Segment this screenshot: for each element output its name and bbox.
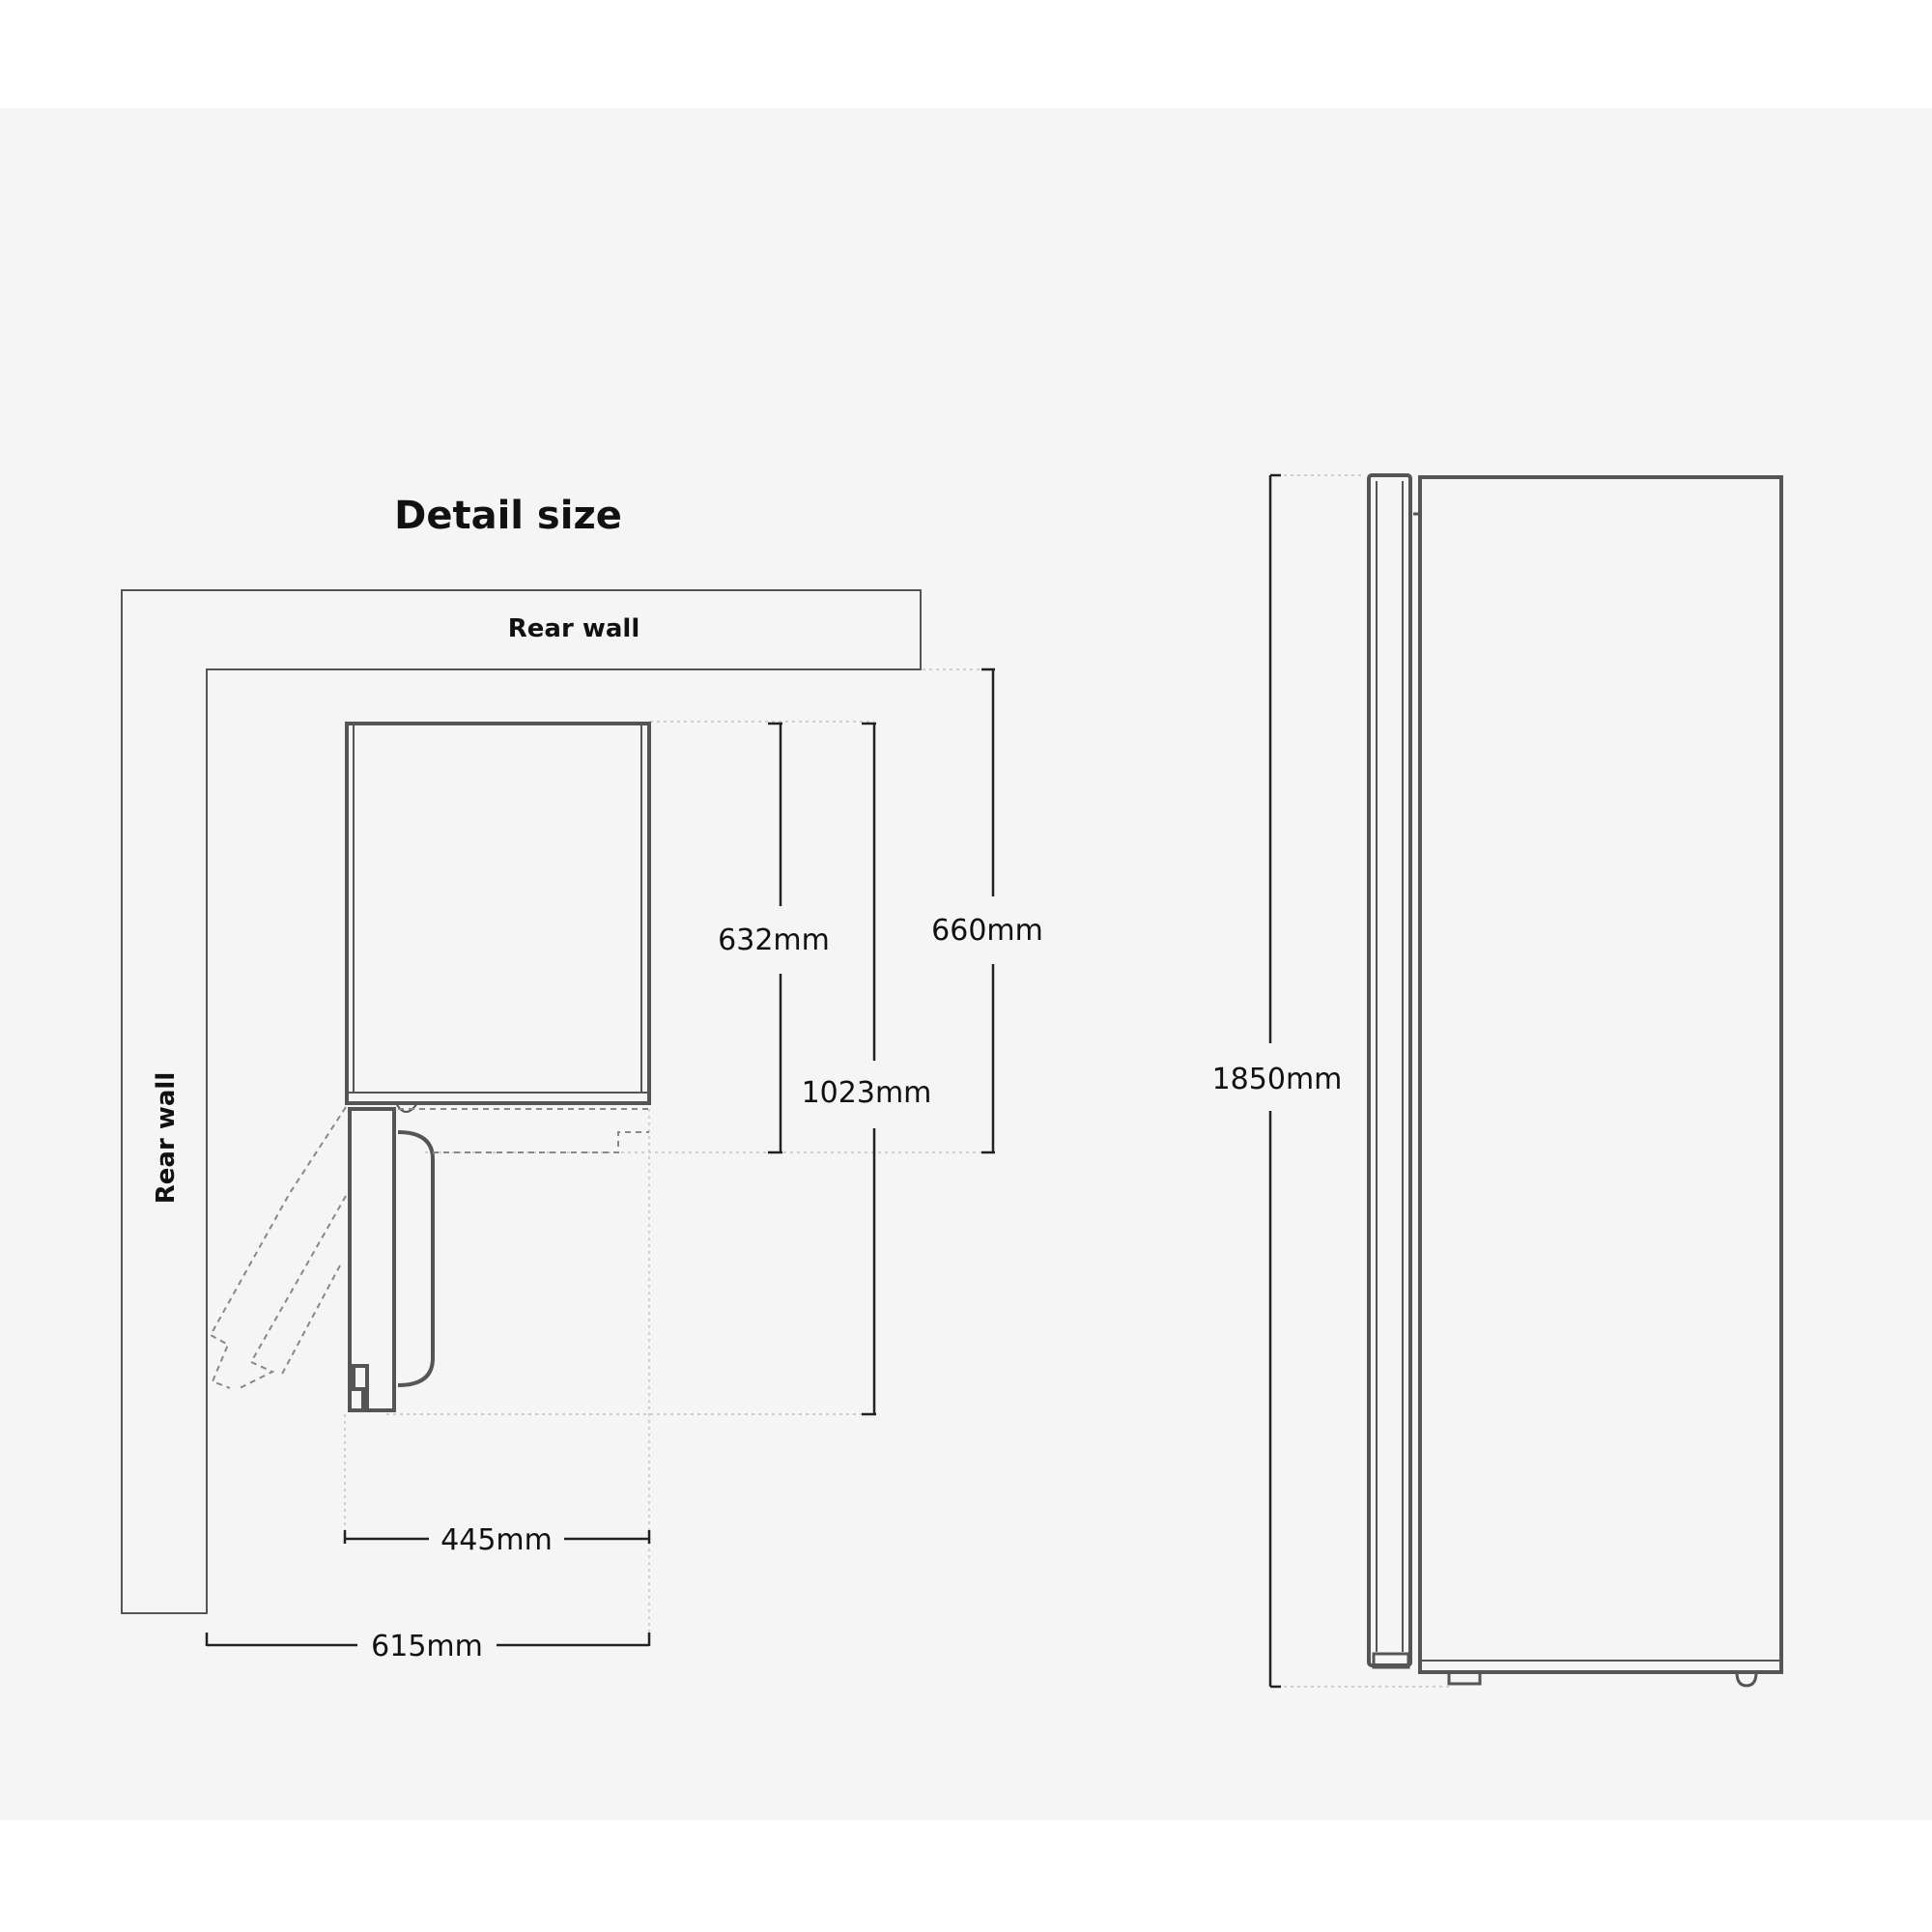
dim-label-615mm: 615mm xyxy=(371,1630,483,1663)
dim-label-1850mm: 1850mm xyxy=(1212,1063,1343,1096)
diagram-panel xyxy=(0,108,1932,1820)
fridge-top-view xyxy=(209,722,651,1412)
fridge-door xyxy=(348,1107,396,1412)
rear-wall-outline xyxy=(121,589,922,1614)
dim-label-445mm: 445mm xyxy=(440,1523,553,1557)
rear-wall-side-label: Rear wall xyxy=(152,1072,181,1204)
dim-label-660mm: 660mm xyxy=(931,914,1043,948)
fridge-cabinet-side xyxy=(1418,475,1783,1674)
fridge-door-side xyxy=(1367,473,1412,1667)
dim-label-1023mm: 1023mm xyxy=(802,1076,932,1110)
front-foot xyxy=(1447,1670,1482,1686)
page-title: Detail size xyxy=(394,494,622,538)
rear-roller xyxy=(1735,1671,1758,1688)
dim-label-632mm: 632mm xyxy=(718,923,830,957)
dimension-lines xyxy=(205,473,1281,1689)
fridge-body xyxy=(345,722,651,1105)
fridge-side-view xyxy=(1367,473,1783,1688)
rear-wall-top-label: Rear wall xyxy=(508,614,639,643)
